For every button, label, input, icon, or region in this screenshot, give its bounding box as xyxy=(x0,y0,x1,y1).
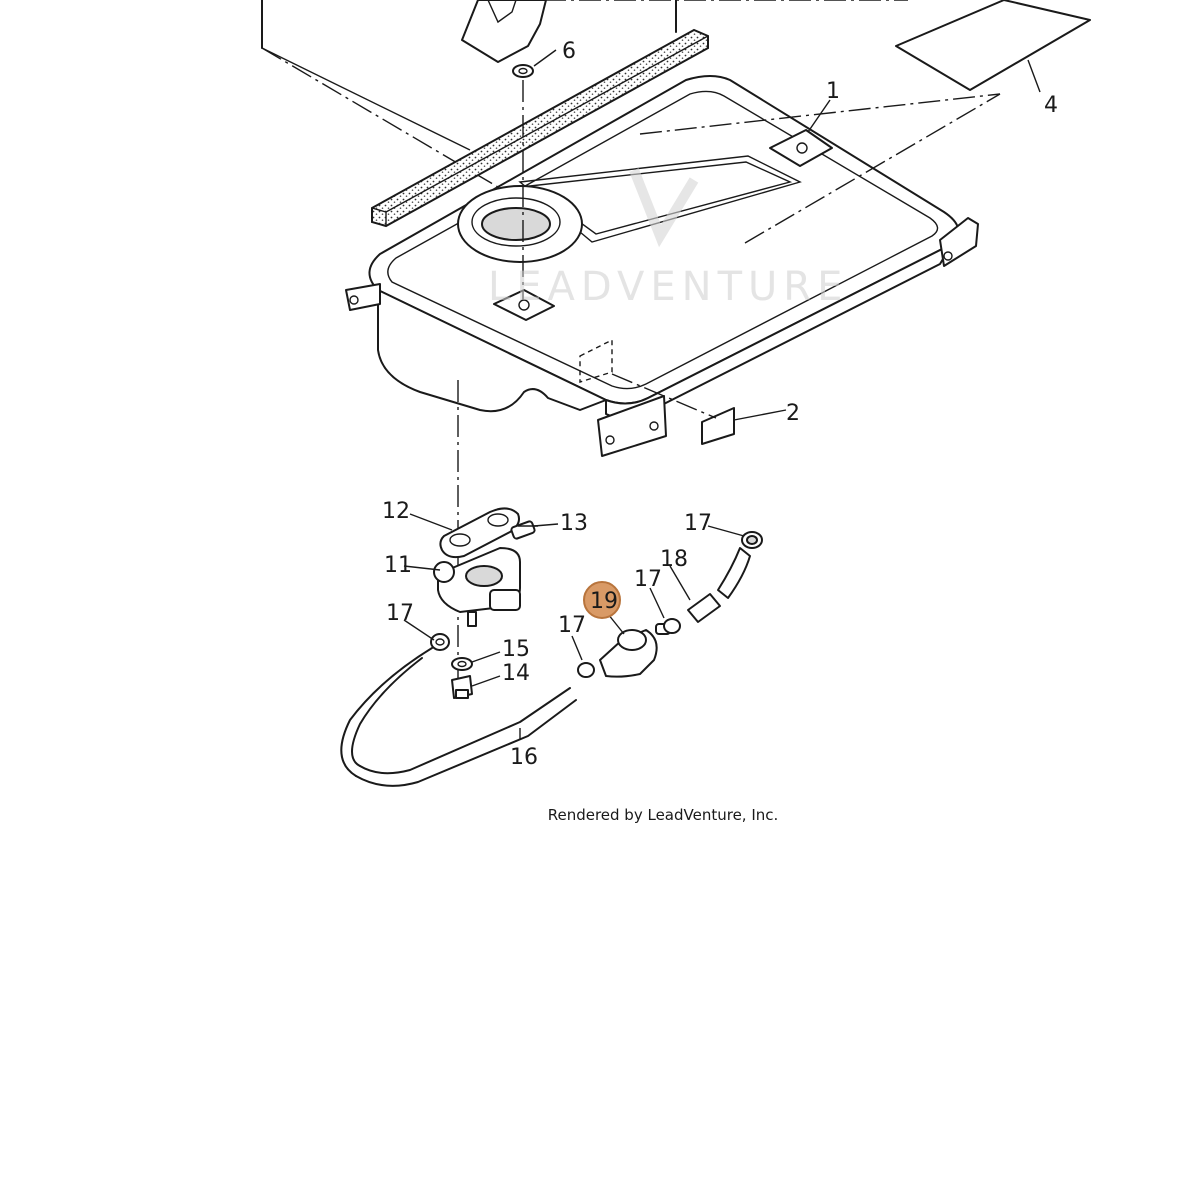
leader-lines xyxy=(403,49,1041,740)
svg-text:LEADVENTURE: LEADVENTURE xyxy=(488,264,848,310)
callout-16[interactable]: 16 xyxy=(510,745,538,770)
callout-11[interactable]: 11 xyxy=(384,553,412,578)
watermark-logo: LEADVENTURE xyxy=(488,168,848,310)
callout-labels: 1 2 4 6 11 12 13 14 15 16 17 17 17 17 18 xyxy=(382,39,1058,770)
callout-18[interactable]: 18 xyxy=(660,547,688,572)
callout-4[interactable]: 4 xyxy=(1044,93,1058,118)
hose-part-18 xyxy=(687,547,751,623)
callout-17-top[interactable]: 17 xyxy=(684,511,712,536)
clamp-part-17-left xyxy=(430,633,450,651)
callout-13[interactable]: 13 xyxy=(560,511,588,536)
clamp-part-17-filter-left xyxy=(577,662,595,678)
washer-part-6 xyxy=(512,64,534,78)
callout-2[interactable]: 2 xyxy=(786,401,800,426)
callout-6[interactable]: 6 xyxy=(562,39,576,64)
fuel-tank-part-1 xyxy=(345,75,979,457)
clamp-part-17-filter-right xyxy=(663,618,681,634)
bolt-part-14 xyxy=(451,675,473,699)
gasket-part-12 xyxy=(439,507,520,559)
callout-17-filter-right[interactable]: 17 xyxy=(634,567,662,592)
label-part-2 xyxy=(611,373,735,445)
fuel-filter-part-19 xyxy=(599,623,671,678)
callout-14[interactable]: 14 xyxy=(502,661,530,686)
callout-12[interactable]: 12 xyxy=(382,499,410,524)
svg-text:19: 19 xyxy=(590,589,618,614)
callout-1[interactable]: 1 xyxy=(826,79,840,104)
callout-15[interactable]: 15 xyxy=(502,637,530,662)
hose-part-16 xyxy=(340,647,577,787)
foam-strip-part xyxy=(371,28,709,228)
callout-19-highlighted[interactable]: 19 xyxy=(583,581,621,619)
callout-17-left[interactable]: 17 xyxy=(386,601,414,626)
seat-bracket-part xyxy=(461,0,547,63)
callout-17-filter-left[interactable]: 17 xyxy=(558,613,586,638)
label-sheet-part-4 xyxy=(544,0,1091,91)
clamp-part-17-top xyxy=(741,531,763,549)
washer-part-15 xyxy=(451,657,473,671)
fuel-cock-part-11 xyxy=(433,547,521,627)
render-credit: Rendered by LeadVenture, Inc. xyxy=(547,806,779,824)
